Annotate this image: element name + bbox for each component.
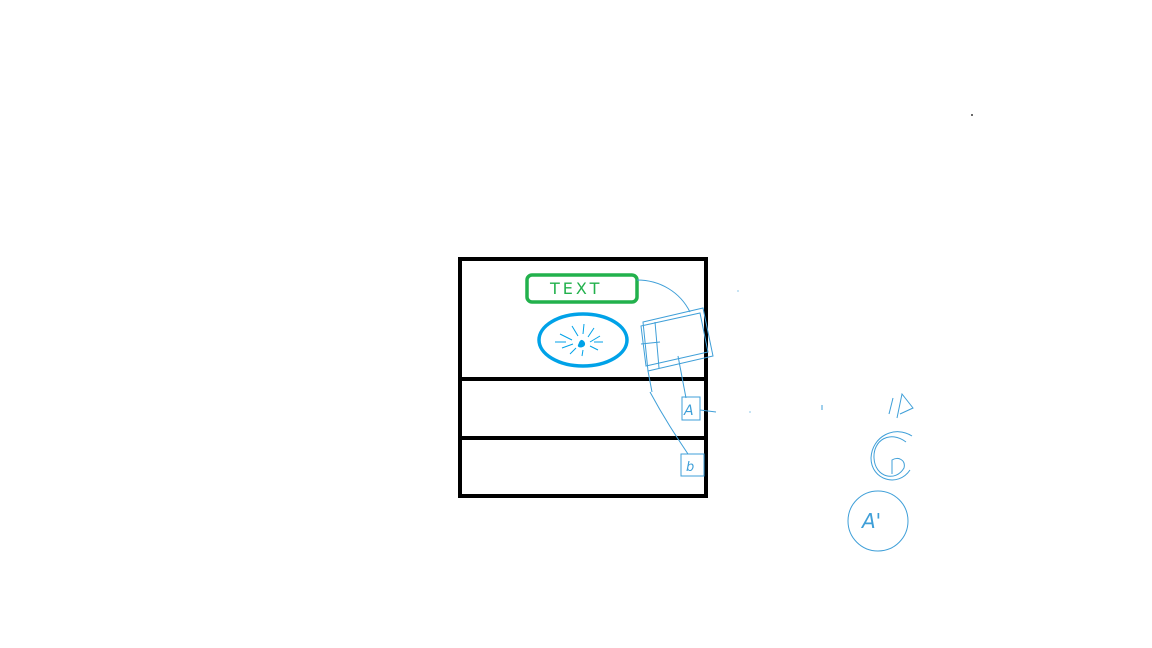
glyph-p xyxy=(896,392,914,419)
oval-outline xyxy=(537,312,629,368)
stray-dot xyxy=(737,290,739,292)
sticky-note-sketch xyxy=(642,307,714,372)
stray-dot xyxy=(749,411,751,413)
oval-image xyxy=(537,312,629,368)
right-glyphs xyxy=(847,392,914,552)
note-a-label: A xyxy=(683,403,694,419)
text-box-outline xyxy=(525,273,639,304)
connector-line-a xyxy=(677,355,687,399)
pencil-annotations xyxy=(636,279,717,455)
stray-dot xyxy=(971,114,973,116)
text-box-label: TEXT xyxy=(549,279,602,298)
oval-scribble-lines xyxy=(555,323,603,357)
glyph-slash xyxy=(888,397,894,415)
text-box: TEXT xyxy=(525,273,639,304)
oval-center-mark xyxy=(577,339,586,348)
wireframe-frame xyxy=(458,257,708,498)
connector-curve xyxy=(636,279,691,313)
connector-line-b xyxy=(649,391,689,455)
circled-a-label: A' xyxy=(860,509,881,533)
note-b-label: b xyxy=(686,460,694,475)
note-a: A xyxy=(681,396,701,421)
note-b-box xyxy=(680,453,705,477)
glyph-g xyxy=(873,436,907,477)
note-b: b xyxy=(680,453,705,477)
note-a-box xyxy=(681,396,701,421)
circled-a-outline xyxy=(847,490,909,552)
